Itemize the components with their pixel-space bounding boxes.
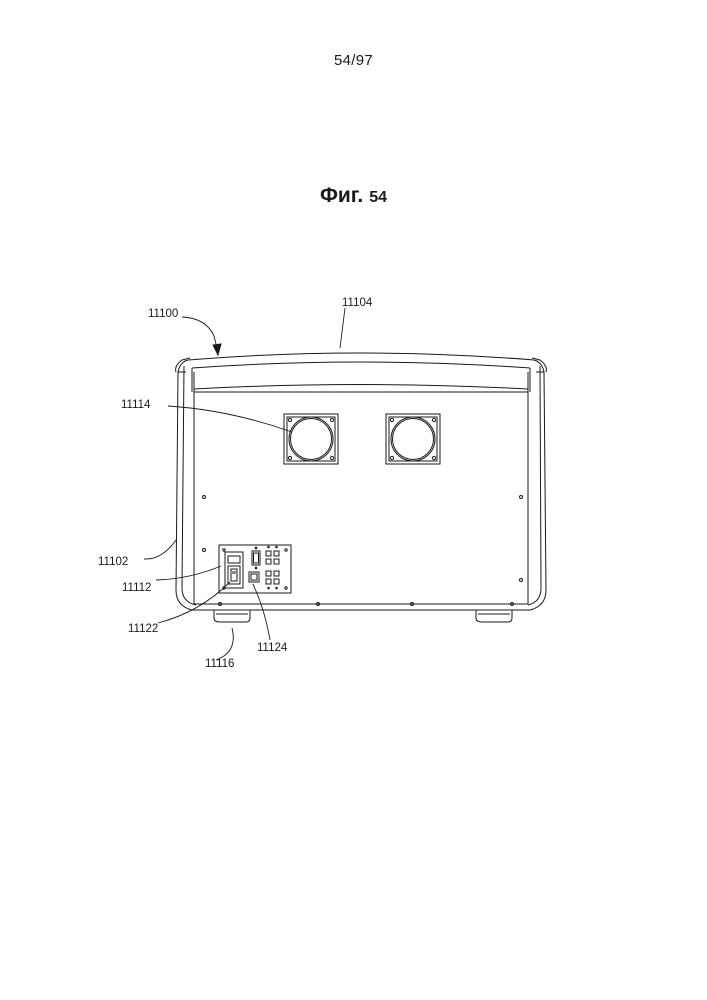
panel-screws (203, 496, 523, 606)
fan-left (284, 414, 338, 464)
label-11102: 11102 (98, 556, 128, 568)
network-port (249, 572, 259, 582)
label-11116: 11116 (205, 658, 234, 670)
top-handle (188, 353, 534, 392)
power-inlet (225, 552, 243, 588)
label-11100: 11100 (148, 308, 178, 320)
leader-lines (144, 308, 345, 660)
label-11122: 11122 (128, 623, 158, 635)
arrowhead (213, 344, 221, 355)
feet (214, 610, 512, 622)
fan-right (386, 414, 440, 464)
side-panel (176, 358, 547, 372)
label-11114: 11114 (121, 399, 151, 411)
label-11104: 11104 (342, 297, 373, 309)
label-11124: 11124 (257, 642, 288, 654)
label-11112: 11112 (122, 582, 151, 594)
